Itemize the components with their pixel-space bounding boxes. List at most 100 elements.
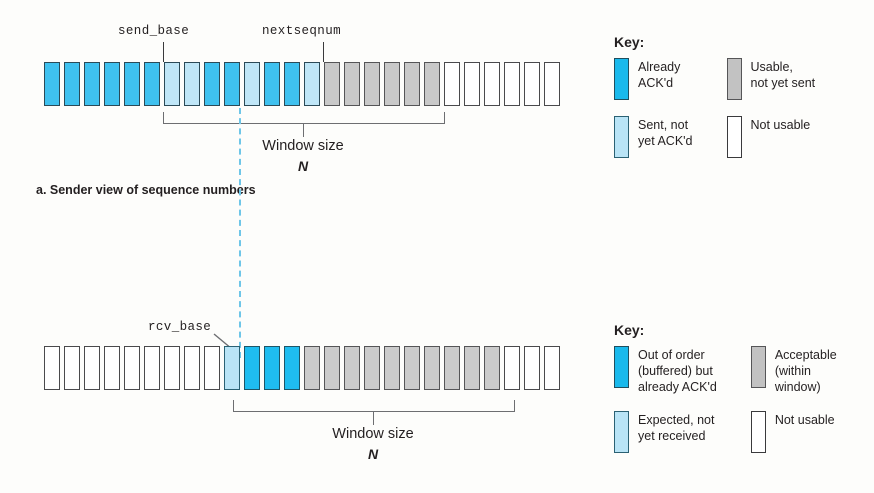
receiver-cell-outoforder [284,346,300,390]
key-bottom-swatch-acked [614,346,629,388]
sender-caption: a. Sender view of sequence numbers [36,183,256,197]
nextseqnum-label: nextseqnum [262,24,342,38]
sender-cell-acked [204,62,220,106]
key-top-item: Not usable [726,116,816,158]
key-bottom-item: Expected, not yet received [614,411,717,453]
sender-cell-sent [304,62,320,106]
sender-cell-acked [104,62,120,106]
key-bottom-label: Out of order (buffered) but already ACK'… [638,348,717,394]
receiver-cell-acceptable [484,346,500,390]
key-bottom-label: Not usable [774,413,835,427]
sender-cell-usable [344,62,360,106]
send-base-label: send_base [118,24,190,38]
sender-cell-acked [44,62,60,106]
sender-cell-acked [124,62,140,106]
key-bottom-swatch-notusable [750,411,766,453]
sender-cell-acked [84,62,100,106]
receiver-cell-notusable [144,346,160,390]
receiver-cell-notusable [204,346,220,390]
key-top-title: Key: [614,34,645,50]
key-top-label: Usable, not yet sent [750,60,816,90]
key-bottom-item: Acceptable (within window) [750,346,837,395]
sender-cell-notusable [464,62,480,106]
key-top-swatch-notusable [726,116,742,158]
receiver-cell-acceptable [464,346,480,390]
receiver-cell-notusable [524,346,540,390]
key-bottom-items: Out of order (buffered) but already ACK'… [614,346,837,453]
key-bottom: Key: Out of order (buffered) but already… [614,322,837,453]
sender-cell-notusable [544,62,560,106]
sender-window-size-text: Window size [262,138,344,154]
nextseqnum-tick [323,42,324,62]
receiver-cell-acceptable [384,346,400,390]
receiver-cell-notusable [44,346,60,390]
receiver-cell-notusable [164,346,180,390]
key-top-swatch-acked [614,58,629,100]
receiver-cell-notusable [504,346,520,390]
sender-cell-acked [284,62,300,106]
receiver-cell-acceptable [404,346,420,390]
key-top-item: Usable, not yet sent [726,58,816,100]
rcv-base-label: rcv_base [148,320,212,334]
receiver-cell-acceptable [444,346,460,390]
key-top-swatch-sent [614,116,629,158]
key-bottom-swatch-usable [750,346,766,388]
receiver-window-bracket-stem [373,411,374,425]
key-bottom-swatch-sent [614,411,629,453]
receiver-window-size-text: Window size [332,426,414,442]
sender-cell-usable [324,62,340,106]
sender-window-bracket-stem [303,123,304,137]
sender-cell-notusable [504,62,520,106]
receiver-cell-notusable [84,346,100,390]
key-bottom-label: Acceptable (within window) [774,348,837,394]
sender-cell-notusable [484,62,500,106]
key-top-swatch-usable [726,58,742,100]
sender-window-bracket [163,112,445,124]
receiver-cell-outoforder [264,346,280,390]
receiver-cell-acceptable [324,346,340,390]
receiver-cell-notusable [64,346,80,390]
receiver-window-size-label: Window size N [313,425,433,463]
sender-cell-notusable [444,62,460,106]
sender-cell-sent [244,62,260,106]
sender-window-size-label: Window size N [243,137,363,175]
key-top-item: Already ACK'd [614,58,693,100]
key-top-label: Already ACK'd [638,60,681,90]
receiver-window-size-n: N [367,445,379,462]
sender-cell-acked [264,62,280,106]
receiver-cell-acceptable [344,346,360,390]
receiver-cell-notusable [184,346,200,390]
receiver-cell-outoforder [244,346,260,390]
sender-sequence-row [44,62,560,106]
send-base-tick [163,42,164,62]
sender-cell-sent [184,62,200,106]
sender-cell-usable [404,62,420,106]
key-bottom-title: Key: [614,322,645,338]
key-bottom-item: Not usable [750,411,837,453]
receiver-cell-acceptable [364,346,380,390]
key-top-item: Sent, not yet ACK'd [614,116,693,158]
sender-cell-acked [64,62,80,106]
receiver-cell-notusable [104,346,120,390]
receiver-cell-notusable [544,346,560,390]
sender-window-size-n: N [297,157,309,174]
send-base-connector-line [239,108,241,358]
receiver-window-bracket [233,400,515,412]
key-bottom-item: Out of order (buffered) but already ACK'… [614,346,717,395]
sender-cell-usable [424,62,440,106]
key-top-label: Sent, not yet ACK'd [638,118,693,148]
receiver-cell-acceptable [304,346,320,390]
receiver-cell-expected [224,346,240,390]
sender-cell-acked [224,62,240,106]
receiver-sequence-row [44,346,560,390]
key-top-label: Not usable [750,118,811,132]
receiver-cell-acceptable [424,346,440,390]
receiver-cell-notusable [124,346,140,390]
sender-cell-usable [384,62,400,106]
sender-cell-usable [364,62,380,106]
key-bottom-label: Expected, not yet received [638,413,715,443]
sender-cell-sent [164,62,180,106]
sender-cell-notusable [524,62,540,106]
